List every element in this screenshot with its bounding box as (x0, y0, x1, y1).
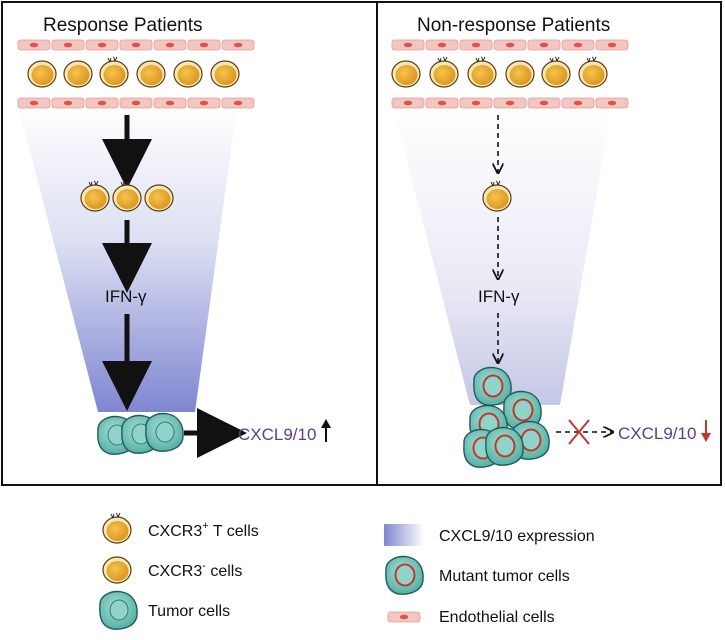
legend-mutant-tumor-label: Mutant tumor cells (439, 568, 570, 585)
up-arrow-icon (321, 419, 331, 442)
legend-cxcr3-negative-icon (102, 556, 132, 584)
cxcl-label-right: CXCL9/10 (618, 424, 696, 443)
legend-expression-label: CXCL9/10 expression (439, 528, 595, 545)
non-response-patients-title: Non-response Patients (417, 15, 610, 36)
expression-gradient-right (393, 106, 612, 405)
response-patients-title: Response Patients (43, 15, 203, 36)
tcell-row-left (27, 56, 240, 88)
endothelial-row-top-left (17, 39, 255, 51)
legend-mutant-tumor-icon (384, 555, 425, 596)
legend-cxcr3-negative-label: CXCR3- cells (148, 560, 242, 580)
legend-expression-swatch (384, 524, 424, 546)
vessel-right (391, 39, 629, 109)
legend-endothelial-label: Endothelial cells (439, 609, 555, 626)
blocked-cross-icon (568, 419, 590, 445)
infiltrating-tcells-left (80, 180, 174, 212)
legend-tumor-icon (99, 590, 138, 630)
endothelial-row-top-right (391, 39, 629, 51)
legend-endothelial-icon (387, 611, 421, 623)
tcell-row-right (391, 56, 608, 88)
ifn-gamma-label-left: IFN-γ (105, 287, 147, 306)
non-response-panel (376, 1, 722, 486)
legend-tumor-label: Tumor cells (148, 603, 230, 620)
down-arrow-icon (701, 420, 711, 442)
cxcl-label-left: CXCL9/10 (238, 425, 316, 444)
endothelial-row-bottom-right (391, 97, 629, 109)
vessel-left (17, 39, 255, 109)
tumor-cluster-left (97, 412, 184, 455)
legend: CXCR3+ T cells CXCR3- cells Tumor cells … (99, 512, 595, 630)
legend-cxcr3-positive-icon (102, 512, 132, 544)
ifn-gamma-label-right: IFN-γ (478, 287, 520, 306)
legend-cxcr3-positive-label: CXCR3+ T cells (148, 520, 259, 540)
endothelial-row-bottom-left (17, 97, 255, 109)
